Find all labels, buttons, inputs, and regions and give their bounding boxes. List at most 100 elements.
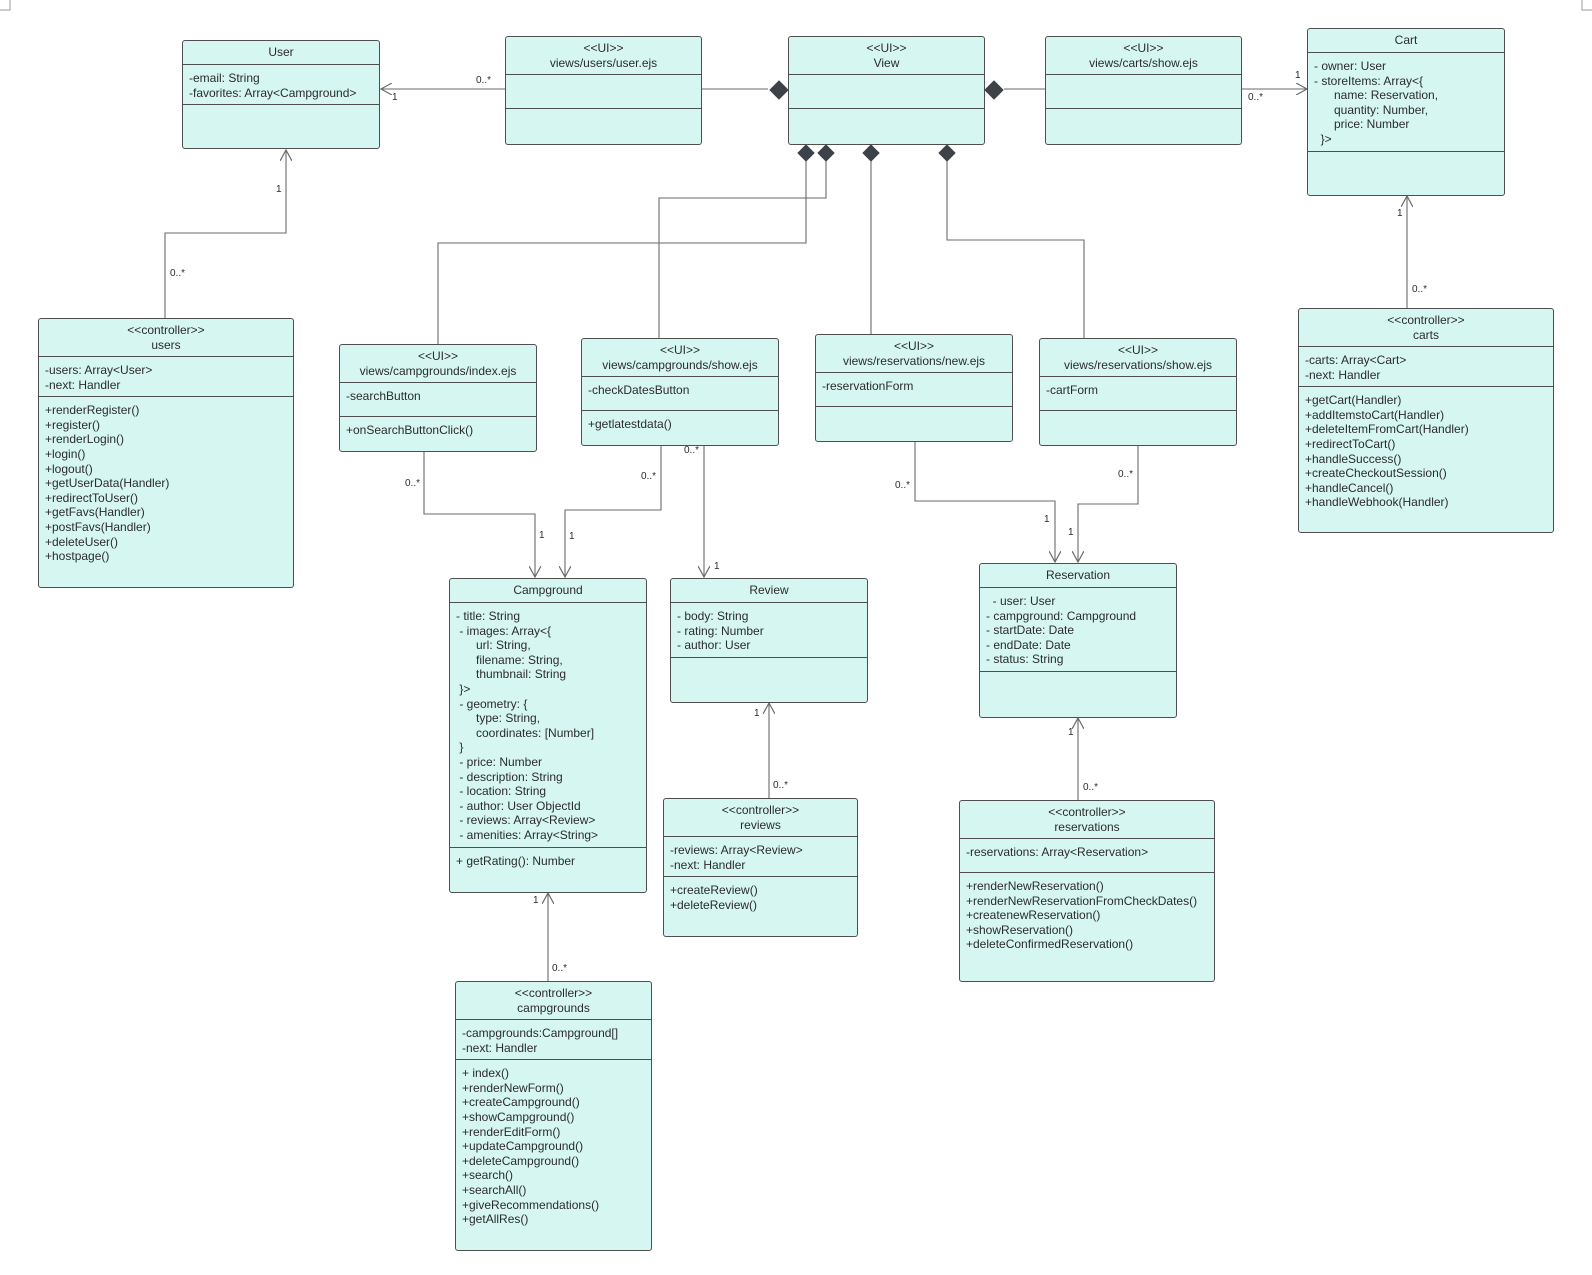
class-name: users xyxy=(151,337,181,352)
methods-section: + getRating(): Number xyxy=(450,848,646,893)
attribute: - author: User ObjectId xyxy=(456,798,581,813)
method: +handleSuccess() xyxy=(1305,451,1402,466)
class-name: views/campgrounds/index.ejs xyxy=(359,363,517,378)
class-header: <<UI>>views/users/user.ejs xyxy=(506,37,701,75)
method: +addItemstoCart(Handler) xyxy=(1305,407,1445,422)
attributes-section: - user: User- campground: Campground- st… xyxy=(980,588,1176,672)
class-campgrounds-index-view[interactable]: <<UI>>views/campgrounds/index.ejs-search… xyxy=(339,344,537,452)
assoc-usersctrl-user xyxy=(164,150,286,318)
class-reservations-controller[interactable]: <<controller>>reservations-reservations:… xyxy=(959,800,1215,982)
multiplicity-label: 1 xyxy=(533,895,539,906)
multiplicity-label: 0..* xyxy=(476,75,492,86)
method: +postFavs(Handler) xyxy=(45,519,151,534)
class-reservations-new-view[interactable]: <<UI>>views/reservations/new.ejs-reserva… xyxy=(815,334,1013,442)
methods-section: +createReview()+deleteReview() xyxy=(664,877,857,936)
class-header: <<controller>>carts xyxy=(1299,309,1553,347)
attribute: - images: Array<{ xyxy=(456,623,552,638)
attribute: -next: Handler xyxy=(462,1040,538,1055)
methods-section: +getlatestdata() xyxy=(582,411,778,445)
multiplicity-label: 0..* xyxy=(773,780,789,791)
method: +deleteUser() xyxy=(45,534,119,549)
multiplicity-label: 1 xyxy=(1068,527,1074,538)
class-reviews-controller[interactable]: <<controller>>reviews-reviews: Array<Rev… xyxy=(663,798,858,937)
attribute: - startDate: Date xyxy=(986,623,1075,638)
stereotype-label: <<controller>> xyxy=(1048,804,1126,819)
corner-mark-left xyxy=(0,0,11,11)
class-campgrounds-show-view[interactable]: <<UI>>views/campgrounds/show.ejs -checkDa… xyxy=(581,338,779,446)
comp-view-resshow xyxy=(946,160,1085,338)
method: +hostpage() xyxy=(45,549,110,564)
methods-section xyxy=(816,407,1012,441)
attributes-section xyxy=(789,75,984,109)
multiplicity-label: 1 xyxy=(1397,208,1403,219)
attribute: -reservations: Array<Reservation> xyxy=(966,845,1149,859)
method: +renderRegister() xyxy=(45,403,140,418)
method: +getUserData(Handler) xyxy=(45,476,170,491)
class-header: <<UI>>views/campgrounds/show.ejs xyxy=(582,339,778,377)
class-name: campgrounds xyxy=(517,1000,590,1015)
multiplicity-label: 1 xyxy=(714,561,720,572)
method: +register() xyxy=(45,417,101,432)
attribute: -checkDatesButton xyxy=(588,383,690,397)
class-cart-view[interactable]: <<UI>>views/carts/show.ejs xyxy=(1045,36,1242,145)
class-carts-controller[interactable]: <<controller>>carts-carts: Array<Cart>-n… xyxy=(1298,308,1554,533)
method: +getCart(Handler) xyxy=(1305,393,1402,408)
class-name: reviews xyxy=(740,817,781,832)
method: +onSearchButtonClick() xyxy=(346,423,474,437)
class-header: <<UI>>views/campgrounds/index.ejs xyxy=(340,345,536,383)
attributes-section: -users: Array<User>-next: Handler xyxy=(39,357,293,398)
stereotype-label: <<controller>> xyxy=(1387,312,1465,327)
class-reservation[interactable]: Reservation - user: User- campground: Ca… xyxy=(979,563,1177,718)
multiplicity-label: 0..* xyxy=(1248,92,1264,103)
method: +getAllRes() xyxy=(462,1212,529,1227)
methods-section: + index()+renderNewForm()+createCampgrou… xyxy=(456,1060,651,1250)
multiplicity-label: 0..* xyxy=(552,963,568,974)
multiplicity-label: 1 xyxy=(539,530,545,541)
class-view[interactable]: <<UI>>View xyxy=(788,36,985,145)
class-campground[interactable]: Campground- title: String - images: Arra… xyxy=(449,578,647,893)
class-users-controller[interactable]: <<controller>>users -users: Array<User>-n… xyxy=(38,318,294,588)
method: +renderNewForm() xyxy=(462,1080,564,1095)
multiplicity-label: 0..* xyxy=(170,268,186,279)
attribute: -users: Array<User> xyxy=(45,363,153,377)
composition-diamond xyxy=(797,144,815,162)
class-user-view[interactable]: <<UI>>views/users/user.ejs xyxy=(505,36,702,145)
attribute: - user: User xyxy=(986,594,1056,608)
attributes-section: -reservations: Array<Reservation> xyxy=(960,839,1214,873)
class-name: views/users/user.ejs xyxy=(549,55,658,70)
multiplicity-label: 1 xyxy=(754,708,760,719)
attribute: name: Reservation, xyxy=(1314,88,1439,103)
multiplicity-label: 0..* xyxy=(895,480,911,491)
stereotype-label: <<controller>> xyxy=(127,322,205,337)
methods-section: +onSearchButtonClick() xyxy=(340,417,536,451)
attribute: }> xyxy=(1314,131,1332,146)
methods-section xyxy=(1308,152,1504,195)
composition-diamond xyxy=(769,80,789,100)
attribute: filename: String, xyxy=(456,652,563,667)
multiplicity-label: 0..* xyxy=(641,471,657,482)
attribute: -cartForm xyxy=(1046,383,1098,397)
stereotype-label: <<UI>> xyxy=(583,40,624,55)
attribute: - storeItems: Array<{ xyxy=(1314,73,1424,88)
method: +redirectToUser() xyxy=(45,490,139,505)
method: +renderNewReservation() xyxy=(966,879,1104,893)
method: +handleCancel() xyxy=(1305,480,1394,495)
attribute: -campgrounds:Campground[] xyxy=(462,1026,619,1040)
multiplicity-label: 1 xyxy=(1068,727,1074,738)
multiplicity-label: 1 xyxy=(1295,70,1301,81)
class-user[interactable]: User-email: String-favorites: Array<Camp… xyxy=(182,40,380,149)
multiplicity-label: 0..* xyxy=(405,478,421,489)
class-cart[interactable]: Cart- owner: User- storeItems: Array<{ n… xyxy=(1307,28,1505,196)
class-campgrounds-controller[interactable]: <<controller>>campgrounds-campgrounds:Ca… xyxy=(455,981,652,1251)
attributes-section: -email: String-favorites: Array<Campgrou… xyxy=(183,65,379,106)
composition-diamond xyxy=(984,80,1004,100)
attributes-section: - owner: User- storeItems: Array<{ name:… xyxy=(1308,53,1504,152)
class-review[interactable]: Review- body: String- rating: Number- au… xyxy=(670,578,868,703)
method: +login() xyxy=(45,446,86,461)
methods-section: +getCart(Handler)+addItemstoCart(Handler… xyxy=(1299,387,1553,532)
class-reservations-show-view[interactable]: <<UI>>views/reservations/show.ejs-cartFo… xyxy=(1039,338,1237,446)
class-name: views/reservations/show.ejs xyxy=(1063,357,1213,372)
class-header: User xyxy=(183,41,379,65)
attribute: -reviews: Array<Review> xyxy=(670,843,803,857)
attributes-section xyxy=(506,75,701,109)
